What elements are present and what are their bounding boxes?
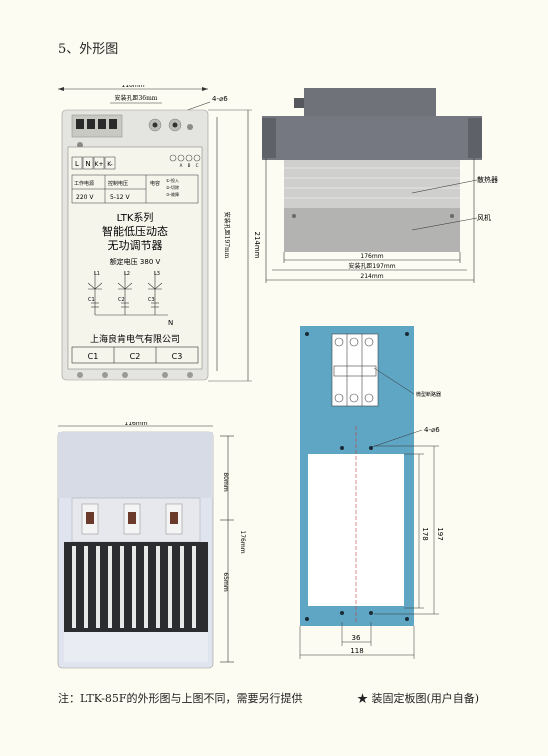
control-label: 控制电压 xyxy=(108,180,128,187)
breaker-module xyxy=(331,333,379,407)
fan-label: 风机 xyxy=(477,213,491,222)
cap-c3: C3 xyxy=(148,297,155,303)
led-a-label: A xyxy=(180,163,183,168)
front-holes-label: 4-⌀6 xyxy=(212,95,228,103)
front-panel xyxy=(67,146,203,370)
plate-view-drawing: 微型断路器 4-⌀6 178 197 36 118 xyxy=(299,326,444,659)
control-value: 5-12 V xyxy=(110,194,131,201)
breaker-label: 微型断路器 xyxy=(416,391,441,398)
cap-line-2: ②-切除 xyxy=(166,184,179,190)
phase-l2: L2 xyxy=(124,271,130,277)
front-view-drawing: 116mm 安装孔距36mm 4-⌀6 L N K+ K- A B C 工作电源… xyxy=(58,85,261,382)
terminal-l: L xyxy=(75,160,79,168)
cap-line-1: ①-投入 xyxy=(166,177,179,183)
fan-body xyxy=(284,208,460,252)
cap-c1: C1 xyxy=(88,297,95,303)
plate-dim-36: 36 xyxy=(352,634,361,642)
top-dim-80: 80mm xyxy=(222,472,229,491)
side-top-housing xyxy=(304,88,436,116)
output-c3: C3 xyxy=(172,352,183,361)
cap-c2: C2 xyxy=(118,297,125,303)
phase-l1: L1 xyxy=(94,271,100,277)
front-height-dim: 214mm xyxy=(253,232,261,259)
heatsink-body xyxy=(284,160,460,208)
side-dim-214: 214mm xyxy=(360,273,383,280)
side-dim-176: 176mm xyxy=(360,253,383,260)
top-view-drawing: 116mm 80mm 65mm 176mm xyxy=(57,422,246,669)
top-dim-65: 65mm xyxy=(222,572,229,591)
company-name: 上海良肯电气有限公司 xyxy=(90,333,180,345)
note-left: 注：LTK-85F的外形图与上图不同，需要另行提供 xyxy=(58,692,303,705)
product-line-1: 智能低压动态 xyxy=(102,224,168,238)
neutral-n: N xyxy=(168,319,173,327)
front-hole-spacing: 安装孔距36mm xyxy=(114,94,157,102)
plate-dim-197: 197 xyxy=(436,527,444,540)
terminal-k-plus: K+ xyxy=(95,161,104,168)
product-series: LTK系列 xyxy=(117,211,154,224)
front-hole-height: 安装孔距197mm xyxy=(223,212,231,259)
top-dim-176: 176mm xyxy=(239,530,246,553)
product-line-2: 无功调节器 xyxy=(108,239,163,252)
plate-dim-178: 178 xyxy=(421,527,429,540)
power-value: 220 V xyxy=(76,194,94,201)
plate-holes-label: 4-⌀6 xyxy=(424,426,440,434)
output-c2: C2 xyxy=(130,352,141,361)
front-width-dim: 116mm xyxy=(121,85,144,89)
terminal-n: N xyxy=(85,160,90,168)
phase-l3: L3 xyxy=(154,271,160,277)
plate-dim-118: 118 xyxy=(350,647,363,655)
note-right: ★ 装固定板图(用户自备) xyxy=(357,692,480,705)
power-label: 工作电源 xyxy=(74,180,94,187)
side-view-drawing: 散热器 风机 176mm 安装孔距197mm 214mm xyxy=(262,88,498,283)
cap-label: 电容 xyxy=(150,180,160,187)
terminal-k-minus: K- xyxy=(107,161,112,168)
led-b-label: B xyxy=(188,163,191,168)
output-c1: C1 xyxy=(88,352,99,361)
section-heading: 5、外形图 xyxy=(58,42,119,57)
heatsink-label: 散热器 xyxy=(477,175,498,184)
side-dim-197: 安装孔距197mm xyxy=(348,262,395,270)
rated-voltage: 额定电压 380 V xyxy=(110,257,161,266)
cap-line-3: ③-故障 xyxy=(166,191,179,197)
top-width-dim: 116mm xyxy=(124,422,147,427)
led-c-label: C xyxy=(196,163,199,168)
